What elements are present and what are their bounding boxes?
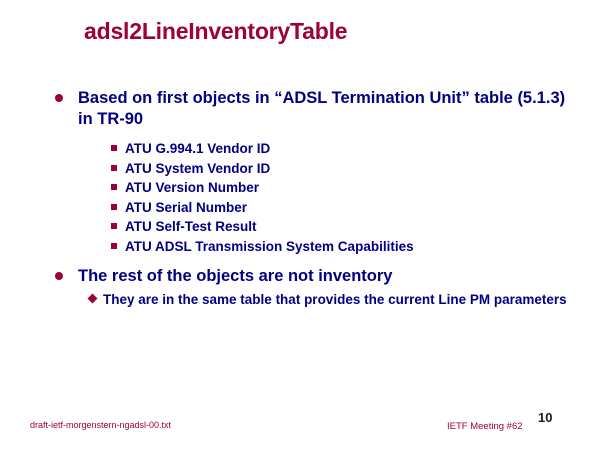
bullet-text: ATU ADSL Transmission System Capabilitie… (125, 238, 414, 254)
bullet-item-sub: They are in the same table that provides… (0, 290, 600, 310)
square-bullet-icon (111, 184, 117, 191)
footer-meeting-label: IETF Meeting #62 (447, 421, 523, 432)
footer-draft-name: draft-ietf-morgenstern-ngadsl-00.txt (30, 420, 172, 430)
bullet-text: ATU Serial Number (125, 199, 248, 215)
bullet-text: ATU Self-Test Result (125, 219, 257, 235)
round-bullet-icon (55, 94, 63, 102)
square-bullet-icon (111, 145, 117, 151)
square-bullet-icon (111, 223, 117, 230)
bullet-item-sub: ATU Serial Number (0, 198, 600, 218)
square-bullet-icon (111, 164, 117, 171)
bullet-item-sub: ATU ADSL Transmission System Capabilitie… (0, 237, 600, 257)
diamond-bullet-icon (87, 293, 98, 304)
square-bullet-icon (111, 242, 117, 249)
bullet-text: Based on first objects in “ADSL Terminat… (78, 89, 566, 128)
bullet-item-primary: Based on first objects in “ADSL Terminat… (0, 88, 600, 130)
bullet-text: They are in the same table that provides… (103, 291, 567, 307)
bullet-text: ATU G.994.1 Vendor ID (125, 141, 271, 156)
bullet-item-sub: ATU Version Number (0, 178, 600, 198)
bullet-sublist: ATU G.994.1 Vendor ID ATU System Vendor … (0, 139, 600, 257)
bullet-item-sub: ATU System Vendor ID (0, 159, 600, 179)
bullet-sublist: They are in the same table that provides… (0, 290, 600, 310)
bullet-item-sub: ATU G.994.1 Vendor ID (0, 139, 600, 159)
footer-page-number: 10 (538, 410, 553, 425)
page-title: adsl2LineInventoryTable (84, 18, 348, 44)
bullet-item-primary: The rest of the objects are not inventor… (0, 266, 600, 287)
bullet-text: ATU System Vendor ID (125, 160, 271, 176)
bullet-text: The rest of the objects are not inventor… (78, 266, 393, 285)
slide-body: Based on first objects in “ADSL Terminat… (0, 88, 600, 310)
round-bullet-icon (55, 271, 63, 280)
bullet-text: ATU Version Number (125, 180, 260, 196)
bullet-item-sub: ATU Self-Test Result (0, 217, 600, 237)
square-bullet-icon (111, 203, 117, 210)
